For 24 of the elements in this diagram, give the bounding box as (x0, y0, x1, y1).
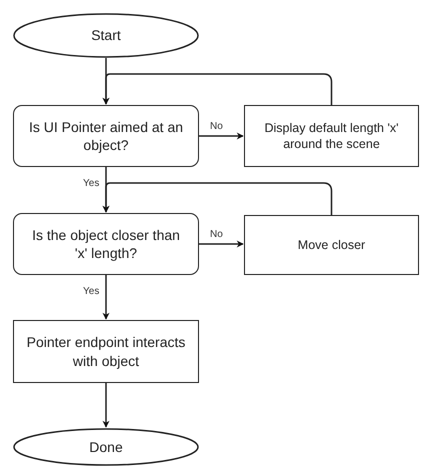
process-box (13, 320, 199, 383)
arrow (102, 275, 110, 320)
arrow (102, 383, 110, 428)
decision-box (13, 213, 199, 275)
terminal-ellipse (13, 428, 199, 466)
arrow (102, 73, 332, 105)
node-text: Display default length 'x' around the scene (263, 120, 400, 152)
edge-label: No (209, 121, 224, 132)
node-text: Is the object closer than 'x' length? (31, 226, 181, 262)
arrow (199, 132, 244, 140)
arrow (102, 182, 332, 215)
process-box (244, 215, 419, 275)
node-text: Pointer endpoint interacts with object (26, 333, 186, 370)
decision-box (13, 105, 199, 167)
node-text: Done (89, 438, 123, 456)
node-text: Move closer (298, 236, 366, 254)
edge-label: Yes (82, 178, 100, 189)
arrow (199, 240, 244, 248)
terminal-ellipse (13, 13, 199, 58)
edge-label: Yes (82, 286, 100, 297)
edge-label: No (209, 229, 224, 240)
process-box (244, 105, 419, 167)
node-text: Is UI Pointer aimed at an object? (28, 118, 184, 154)
node-text: Start (91, 26, 121, 45)
